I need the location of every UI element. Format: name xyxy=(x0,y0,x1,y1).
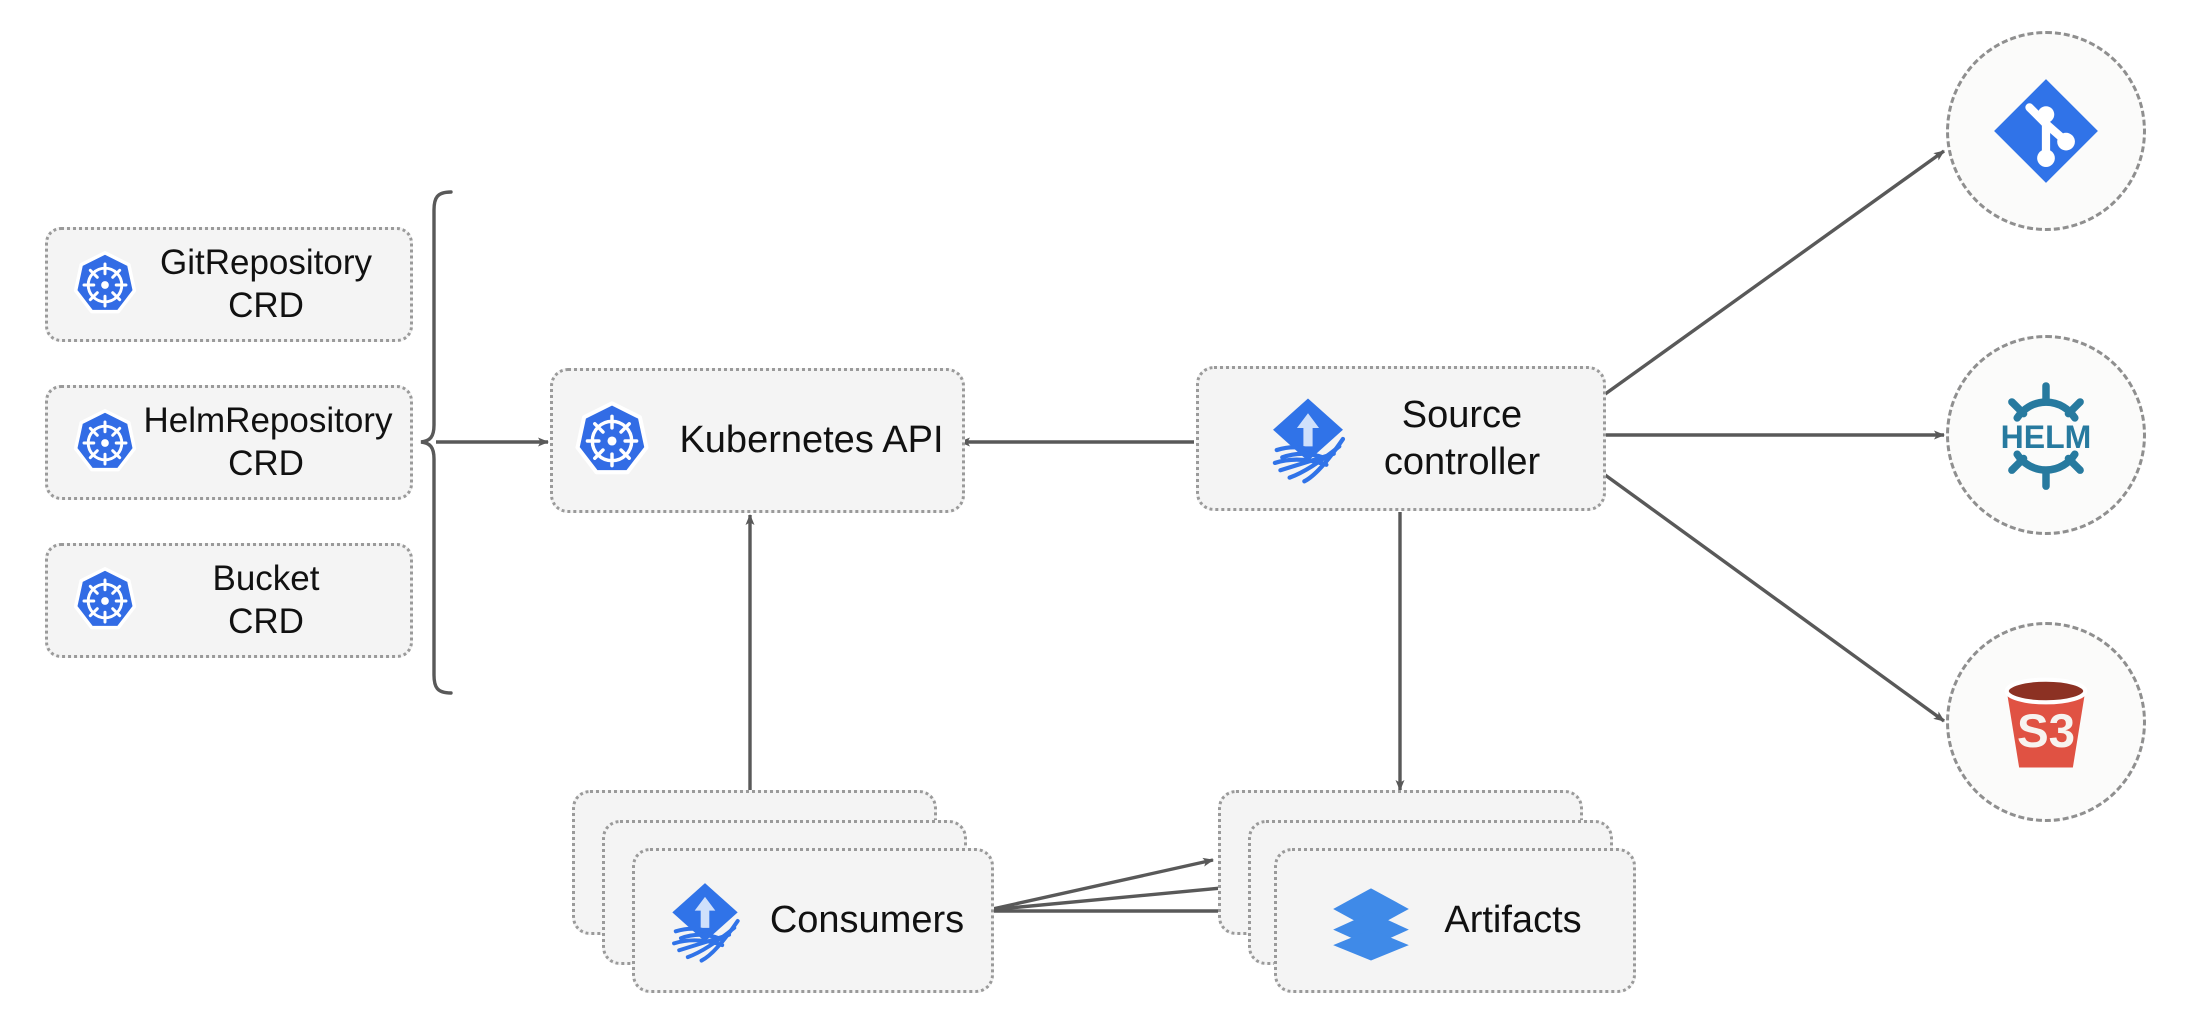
git-icon xyxy=(1987,72,2105,190)
kubernetes-icon xyxy=(70,250,140,320)
node-kubernetes-api[interactable]: Kubernetes API xyxy=(550,368,965,513)
s3-wordmark: S3 xyxy=(2017,705,2075,758)
node-artifacts[interactable]: Artifacts xyxy=(1274,848,1636,993)
node-label: Source controller xyxy=(1383,394,1541,483)
node-label: Artifacts xyxy=(1444,899,1582,942)
node-label: Kubernetes API xyxy=(679,419,944,462)
node-helmrepository-crd[interactable]: HelmRepository CRD xyxy=(45,385,413,500)
node-bucket-crd[interactable]: Bucket CRD xyxy=(45,543,413,658)
node-consumers[interactable]: Consumers xyxy=(632,848,994,993)
edge-source-controller-to-s3 xyxy=(1600,470,1945,723)
node-source-controller[interactable]: Source controller xyxy=(1196,366,1606,511)
node-label: HelmRepository CRD xyxy=(143,400,393,483)
node-helm-source[interactable]: HELM xyxy=(1946,335,2146,535)
kubernetes-icon xyxy=(571,400,653,482)
helm-icon: HELM xyxy=(1982,371,2110,499)
flux-icon xyxy=(662,878,748,964)
kubernetes-icon xyxy=(70,408,140,478)
s3-icon: S3 xyxy=(1984,660,2108,784)
node-gitrepository-crd[interactable]: GitRepository CRD xyxy=(45,227,413,342)
node-git-source[interactable] xyxy=(1946,31,2146,231)
edge-source-controller-to-git xyxy=(1600,149,1945,399)
edge-consumers-to-artifacts-2 xyxy=(987,882,1244,912)
node-s3-source[interactable]: S3 xyxy=(1946,622,2146,822)
crd-group-bracket xyxy=(420,190,453,695)
layers-icon xyxy=(1328,878,1414,964)
edge-consumers-to-artifacts-1 xyxy=(987,857,1214,912)
node-label: GitRepository CRD xyxy=(159,242,373,325)
flux-icon xyxy=(1262,393,1354,485)
node-label: Bucket CRD xyxy=(212,558,320,641)
helm-wordmark: HELM xyxy=(2001,419,2092,455)
node-label: Consumers xyxy=(769,899,965,942)
kubernetes-icon xyxy=(70,566,140,636)
